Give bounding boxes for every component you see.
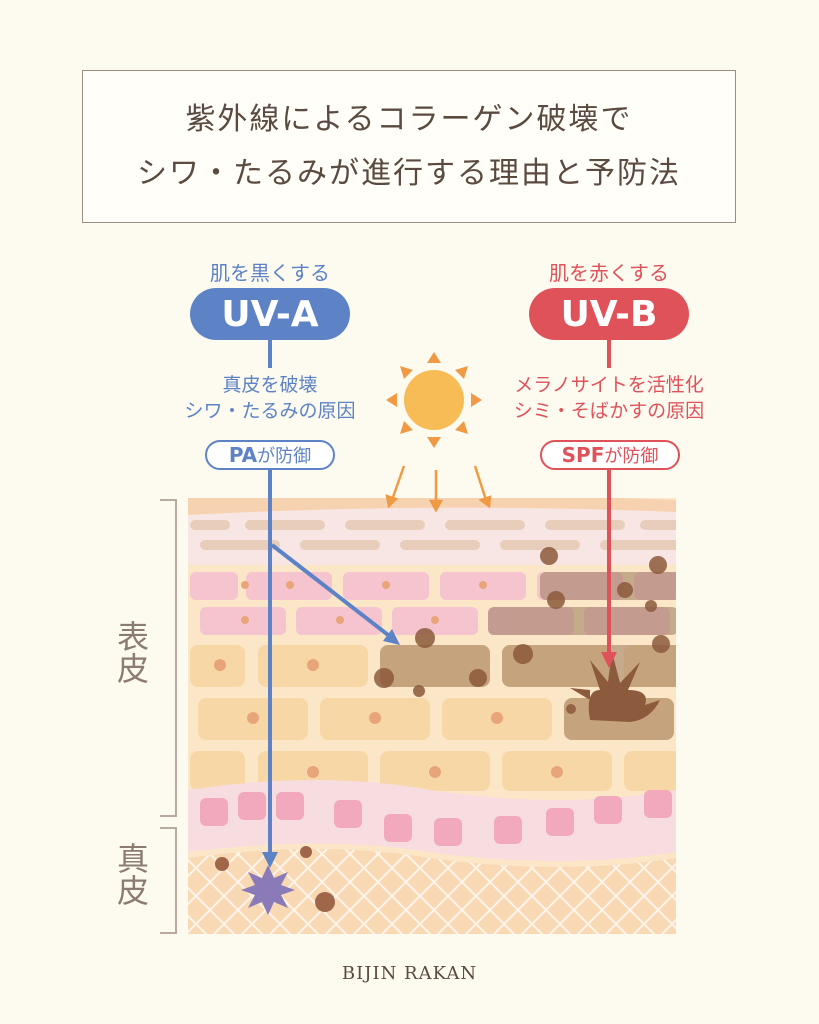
uva-pill: UV-A: [190, 288, 350, 340]
title-line-2: シワ・たるみが進行する理由と予防法: [137, 155, 681, 191]
dermis-text: 真皮: [112, 842, 150, 906]
uvb-effect-2: シミ・そばかすの原因: [513, 400, 705, 422]
title-line-1: 紫外線によるコラーゲン破壊で: [185, 101, 633, 137]
uvb-effect: メラノサイトを活性化 シミ・そばかすの原因: [484, 372, 734, 424]
melanin-granules: [374, 547, 670, 714]
uva-caption: 肌を黒くする: [210, 261, 330, 285]
uvb-caption: 肌を赤くする: [549, 261, 669, 285]
collagen-damage-burst: [241, 865, 295, 915]
dermis-label: 真皮: [110, 842, 152, 914]
epidermis-bracket: [160, 499, 177, 817]
dermis-bracket: [160, 827, 177, 934]
sun-icon: [385, 352, 492, 513]
spf-label: SPF: [561, 443, 605, 467]
epidermis-label: 表皮: [110, 620, 152, 692]
uva-effect-2: シワ・たるみの原因: [184, 400, 356, 422]
uvb-arrows: [601, 340, 617, 668]
uvb-pill: UV-B: [529, 288, 689, 340]
brand-logo: BIJIN RAKAN: [341, 963, 478, 984]
defense-text: が防御: [257, 446, 312, 467]
uva-effect-1: 真皮を破壊: [222, 374, 318, 396]
uva-effect: 真皮を破壊 シワ・たるみの原因: [150, 372, 390, 424]
epidermis-text: 表皮: [112, 620, 150, 684]
uva-arrows: [262, 340, 400, 868]
melanocyte: [570, 652, 660, 722]
title-box: 紫外線によるコラーゲン破壊で シワ・たるみが進行する理由と予防法: [82, 70, 736, 223]
uvb-effect-1: メラノサイトを活性化: [514, 374, 704, 396]
pa-label: PA: [228, 443, 258, 467]
defense-text: が防御: [604, 446, 659, 467]
basal-layer: [188, 780, 676, 861]
